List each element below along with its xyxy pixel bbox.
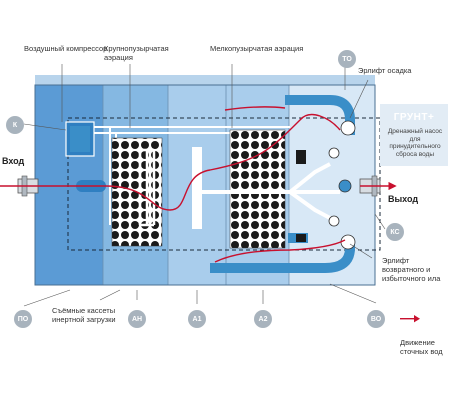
vo-distribution-pipe — [202, 162, 340, 220]
drainage-pump-note: Дренажный насос для принудительного сбро… — [387, 128, 443, 158]
tank-top-face — [35, 75, 375, 85]
erlift-sediment-label: Эрлифт осадка — [358, 66, 412, 75]
flow-line-bottom — [214, 239, 346, 263]
chamber-tag-a2: А2 — [254, 310, 272, 328]
erlift-sediment-pipe — [285, 95, 356, 136]
chamber-tag-k: К — [6, 116, 24, 134]
chamber-tag-vo: ВО — [367, 310, 385, 328]
flow-line-return — [224, 106, 395, 186]
compressor-label: Воздушный компрессор — [24, 44, 108, 53]
chamber-tag-an: АН — [128, 310, 146, 328]
inlet-label: Вход — [2, 156, 25, 166]
chamber-tag-po: ПО — [14, 310, 32, 328]
cassettes-label: Съёмные кассеты инертной загрузки — [52, 306, 116, 324]
flow-legend-arrow — [400, 318, 414, 320]
fine-aeration-label: Мелкопузырчатая аэрация — [210, 44, 304, 53]
vo-fittings — [296, 147, 352, 242]
callout-lines — [23, 60, 386, 307]
coarse-aeration-label: Крупнопузырчатая аэрация — [104, 44, 169, 62]
a2-bio-load — [229, 129, 286, 249]
outlet-label: Выход — [388, 194, 419, 204]
fine-aerator — [192, 147, 202, 229]
flow-legend-label: Движение сточных вод — [400, 338, 443, 356]
coarse-aerator — [138, 148, 156, 227]
chamber-tag-ks: КС — [386, 223, 404, 241]
chamber-tag-a1: А1 — [188, 310, 206, 328]
air-compressor — [65, 121, 95, 157]
erlift-return-label: Эрлифт возвратного и избыточного ила — [382, 256, 441, 283]
brand-name: ГРУНТ+ — [393, 112, 435, 123]
wastewater-flow-line — [0, 114, 341, 211]
brand-callout: ГРУНТ+ Дренажный насос для принудительно… — [380, 104, 448, 166]
chamber-tag-to: ТО — [338, 50, 356, 68]
